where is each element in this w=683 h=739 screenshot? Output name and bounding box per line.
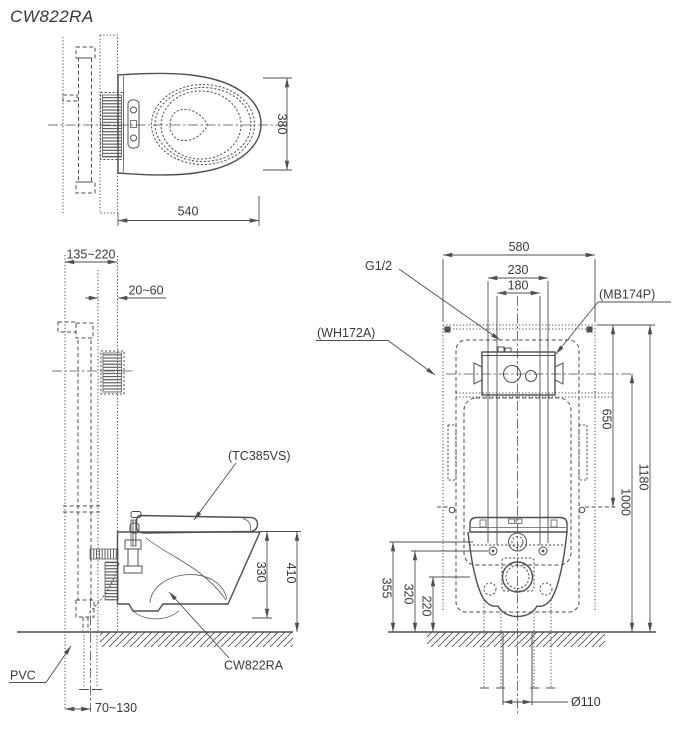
flush-sleeve-side <box>100 350 125 395</box>
drain-boss <box>501 561 534 593</box>
dim-580: 580 <box>442 240 596 322</box>
dim-540: 540 <box>117 196 260 226</box>
tank-front <box>473 346 564 396</box>
corner-bolt-right <box>586 326 593 333</box>
label-wh172a: (WH172A) <box>316 326 436 376</box>
dim-320-text: 320 <box>402 584 416 605</box>
dim-1000: 1000 <box>619 373 635 633</box>
svg-text:(MB174P): (MB174P) <box>599 288 655 302</box>
label-pvc: PVC <box>9 645 72 683</box>
bowl-outline-plan <box>117 72 262 176</box>
dim-70-130-text: 70~130 <box>95 701 137 715</box>
dim-320: 320 <box>402 550 488 633</box>
drain-pipe-side <box>79 598 102 712</box>
label-g12: G1/2 <box>365 259 501 341</box>
label-tc385vs: (TC385VS) <box>193 449 291 521</box>
dim-220-text: 220 <box>420 596 434 617</box>
flush-valve-small <box>525 370 537 382</box>
dim-410-text: 410 <box>284 563 298 584</box>
dim-380: 380 <box>263 77 292 171</box>
dim-20-60-text: 20~60 <box>128 284 163 298</box>
dim-230: 230 <box>487 263 549 543</box>
dim-135-220: 135~220 <box>64 248 118 265</box>
frame-profile <box>57 321 100 631</box>
dim-380-text: 380 <box>275 114 289 135</box>
side-view: 135~220 20~60 <box>9 248 301 715</box>
bowl-profile <box>116 531 262 620</box>
floor-front <box>388 631 656 647</box>
dim-650-text: 650 <box>600 409 614 430</box>
top-view: 540 380 <box>48 34 292 226</box>
dim-70-130: 70~130 <box>64 701 137 715</box>
side-bolt-left <box>448 506 456 514</box>
front-view: 580 230 180 G1/2 (MB174P) (WH172A) <box>316 240 671 714</box>
dim-330: 330 <box>252 531 301 619</box>
label-cw822ra: CW822RA <box>168 591 284 673</box>
label-mb174p: (MB174P) <box>555 288 671 355</box>
frame-plan <box>62 46 96 194</box>
bowl-front <box>467 516 568 618</box>
fix-bolt-left <box>488 546 498 556</box>
water-spot <box>169 108 209 142</box>
dim-650: 650 <box>597 324 655 508</box>
floor-side <box>17 631 293 647</box>
dim-1180: 1180 <box>637 324 653 633</box>
inlet-fitting <box>497 346 505 353</box>
dim-1180-text: 1180 <box>637 464 651 491</box>
dim-20-60: 20~60 <box>85 284 166 301</box>
svg-text:G1/2: G1/2 <box>365 259 392 273</box>
svg-text:CW822RA: CW822RA <box>224 659 284 673</box>
dim-1000-text: 1000 <box>619 488 633 516</box>
dim-410: 410 <box>284 531 300 633</box>
dim-330-text: 330 <box>254 562 268 583</box>
wall-niche <box>442 324 596 612</box>
dim-355-text: 355 <box>380 578 394 599</box>
tank-tab-left <box>473 362 483 385</box>
seat-edge <box>469 516 568 533</box>
seat-outline-inner <box>154 87 252 162</box>
seat-hinge-bracket <box>127 99 140 149</box>
dim-180-text: 180 <box>508 279 529 293</box>
supply-hardware <box>87 519 143 615</box>
dim-180: 180 <box>496 279 541 545</box>
fix-bolt-right <box>538 546 548 556</box>
svg-text:(TC385VS): (TC385VS) <box>228 449 291 463</box>
dim-drain-diameter: Ø110 <box>502 695 601 709</box>
dim-230-text: 230 <box>508 263 529 277</box>
seat-profile <box>129 511 259 534</box>
dim-220: 220 <box>420 576 470 633</box>
svg-text:PVC: PVC <box>10 669 36 683</box>
bowl-opening <box>160 90 242 160</box>
dim-135-220-text: 135~220 <box>66 248 115 262</box>
svg-text:(WH172A): (WH172A) <box>317 326 375 340</box>
dim-540-text: 540 <box>178 205 199 219</box>
bowl-body <box>467 531 568 618</box>
drawing-title: CW822RA <box>10 7 94 26</box>
dim-drain-text: Ø110 <box>571 695 601 709</box>
corner-bolt-left <box>444 326 451 333</box>
tank-tab-right <box>554 362 564 385</box>
flush-sleeve-plan <box>100 92 124 160</box>
side-bolt-right <box>578 506 586 514</box>
dim-580-text: 580 <box>509 240 530 254</box>
dim-355: 355 <box>380 541 473 633</box>
seat-mount-boss <box>508 532 527 552</box>
seat-outline-outer <box>151 84 255 165</box>
